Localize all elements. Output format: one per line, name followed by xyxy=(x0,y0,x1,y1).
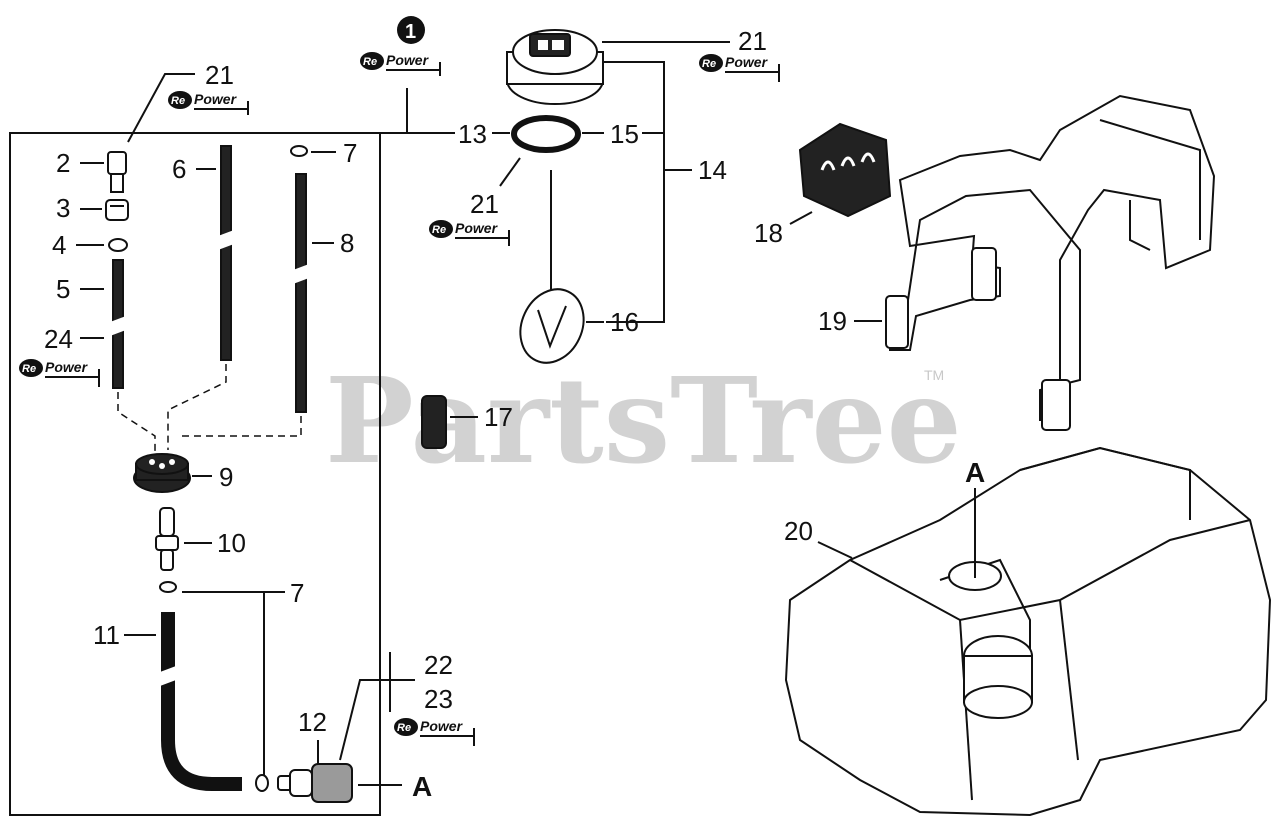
part-16-fuel-pickup[interactable] xyxy=(509,170,595,373)
callout-19[interactable]: 19 xyxy=(818,306,847,336)
svg-text:Power: Power xyxy=(420,718,464,734)
repower-logo-part-22-23[interactable]: Re Power xyxy=(394,718,475,746)
watermark-trademark: TM xyxy=(924,367,944,383)
part-2-fitting[interactable] xyxy=(107,151,127,193)
part-17-sleeve[interactable] xyxy=(421,395,447,449)
part-15-gasket[interactable] xyxy=(511,115,581,153)
part-8-fuel-line[interactable] xyxy=(293,173,309,413)
svg-text:Re: Re xyxy=(432,224,446,236)
callout-13[interactable]: 13 xyxy=(458,119,487,149)
callout-10[interactable]: 10 xyxy=(217,528,246,558)
watermark-text: PartsTree xyxy=(325,351,962,490)
svg-text:Re: Re xyxy=(22,363,36,375)
part-9-grommet[interactable] xyxy=(133,453,191,493)
part-6-fuel-line[interactable] xyxy=(218,145,234,361)
svg-text:Power: Power xyxy=(725,54,769,70)
repower-logo-kit[interactable]: Re Power xyxy=(360,52,441,76)
part-7-o-ring-bottom xyxy=(255,774,269,792)
callout-23[interactable]: 23 xyxy=(424,684,453,714)
part-18-cushion[interactable] xyxy=(798,122,892,218)
callout-9[interactable]: 9 xyxy=(219,462,233,492)
callout-6[interactable]: 6 xyxy=(172,154,186,184)
callout-22[interactable]: 22 xyxy=(424,650,453,680)
fuel-line-kit-bracket xyxy=(9,88,455,816)
part-5-fuel-line[interactable] xyxy=(110,259,126,389)
callout-16[interactable]: 16 xyxy=(610,307,639,337)
part-3-grommet[interactable] xyxy=(105,199,129,221)
part-7-o-ring-lower[interactable] xyxy=(159,581,177,593)
repower-logo-part-24[interactable]: Re Power xyxy=(19,359,100,387)
callout-7-top[interactable]: 7 xyxy=(343,138,357,168)
part-12-fuel-filter[interactable] xyxy=(277,763,353,803)
callout-3[interactable]: 3 xyxy=(56,193,70,223)
callout-5[interactable]: 5 xyxy=(56,274,70,304)
callout-14[interactable]: 14 xyxy=(698,155,727,185)
part-4-o-ring[interactable] xyxy=(108,238,128,252)
part-19-handle-bracket[interactable] xyxy=(885,94,1216,431)
callout-20[interactable]: 20 xyxy=(784,516,813,546)
callout-8[interactable]: 8 xyxy=(340,228,354,258)
svg-text:Re: Re xyxy=(702,58,716,70)
callout-a-filter[interactable]: A xyxy=(412,771,432,802)
callout-24[interactable]: 24 xyxy=(44,324,73,354)
part-21-fuel-cap[interactable] xyxy=(506,29,604,105)
callout-11[interactable]: 11 xyxy=(93,620,120,650)
callout-12[interactable]: 12 xyxy=(298,707,327,737)
callout-2[interactable]: 2 xyxy=(56,148,70,178)
svg-text:Power: Power xyxy=(45,359,89,375)
svg-text:Re: Re xyxy=(171,95,185,107)
callout-17[interactable]: 17 xyxy=(484,402,513,432)
callout-15[interactable]: 15 xyxy=(610,119,639,149)
part-7-o-ring-top[interactable] xyxy=(290,145,308,157)
kit-number-badge[interactable]: 1 xyxy=(397,16,425,44)
svg-text:Power: Power xyxy=(194,91,238,107)
svg-text:Re: Re xyxy=(397,722,411,734)
part-10-fitting[interactable] xyxy=(155,507,179,571)
badge-number: 1 xyxy=(405,21,416,43)
callout-7-lower[interactable]: 7 xyxy=(290,578,304,608)
svg-text:Power: Power xyxy=(386,52,430,68)
part-20-fuel-tank[interactable] xyxy=(784,446,1272,817)
callout-a-tank[interactable]: A xyxy=(965,457,985,488)
callout-21-top-left[interactable]: 21 xyxy=(205,60,234,90)
repower-logo-part-21-right[interactable]: Re Power xyxy=(699,54,780,82)
repower-logo-part-21-left[interactable]: Re Power xyxy=(168,91,249,115)
svg-text:Re: Re xyxy=(363,56,377,68)
callout-18[interactable]: 18 xyxy=(754,218,783,248)
callout-4[interactable]: 4 xyxy=(52,230,66,260)
part-11-fuel-hose[interactable] xyxy=(160,612,242,791)
callout-21-mid[interactable]: 21 xyxy=(470,189,499,219)
svg-text:Power: Power xyxy=(455,220,499,236)
callout-21-top-right[interactable]: 21 xyxy=(738,26,767,56)
repower-logo-part-21-mid[interactable]: Re Power xyxy=(429,220,510,246)
